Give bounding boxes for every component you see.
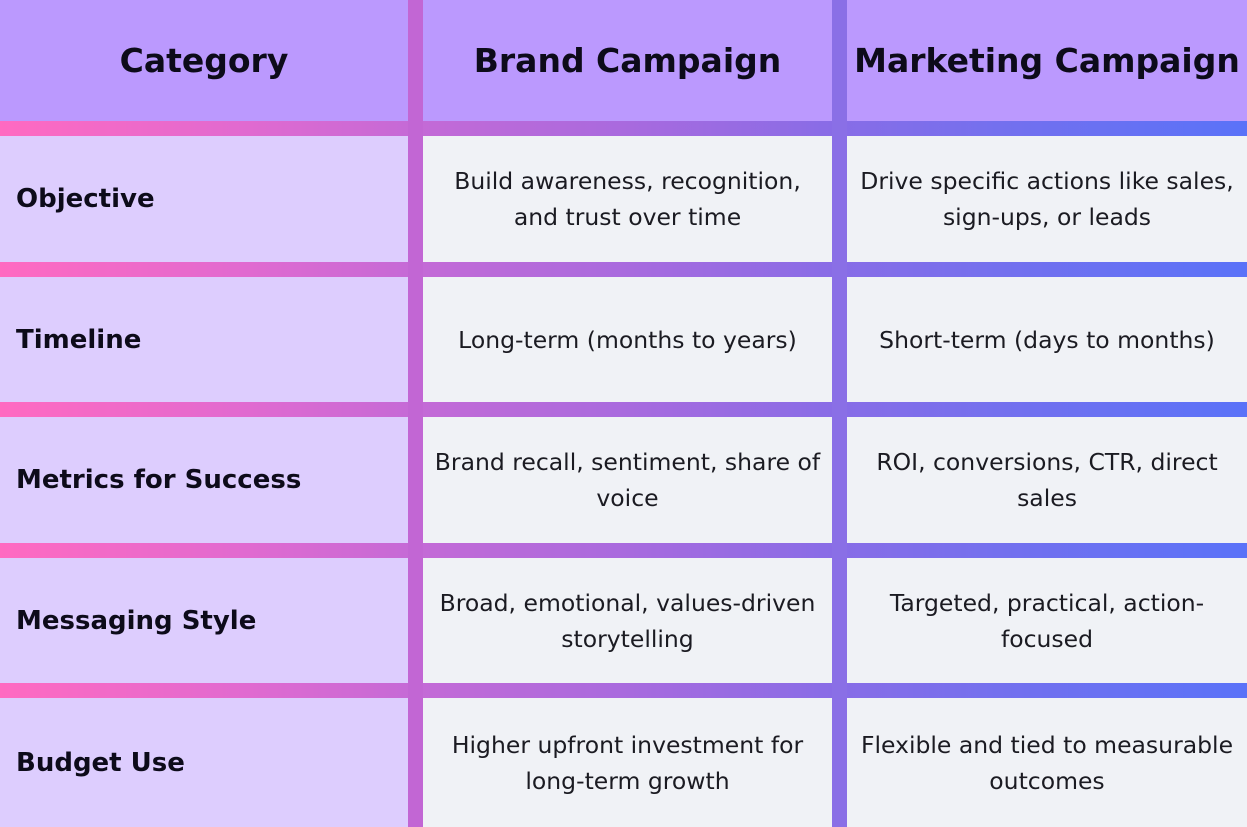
row-divider bbox=[0, 262, 1247, 277]
header-marketing-campaign: Marketing Campaign bbox=[847, 0, 1247, 121]
cell-marketing-timeline: Short-term (days to months) bbox=[847, 277, 1247, 402]
row-label-metrics: Metrics for Success bbox=[0, 417, 408, 543]
cell-brand-budget: Higher upfront investment for long-term … bbox=[423, 698, 832, 827]
header-category: Category bbox=[0, 0, 408, 121]
column-divider bbox=[832, 0, 847, 827]
row-divider bbox=[0, 402, 1247, 417]
cell-brand-timeline: Long-term (months to years) bbox=[423, 277, 832, 402]
cell-brand-messaging: Broad, emotional, values-driven storytel… bbox=[423, 558, 832, 683]
row-divider bbox=[0, 121, 1247, 136]
row-label-budget: Budget Use bbox=[0, 698, 408, 827]
cell-marketing-metrics: ROI, conversions, CTR, direct sales bbox=[847, 417, 1247, 543]
row-label-objective: Objective bbox=[0, 136, 408, 262]
cell-marketing-messaging: Targeted, practical, action-focused bbox=[847, 558, 1247, 683]
row-label-timeline: Timeline bbox=[0, 277, 408, 402]
row-label-messaging: Messaging Style bbox=[0, 558, 408, 683]
cell-brand-objective: Build awareness, recognition, and trust … bbox=[423, 136, 832, 262]
cell-marketing-objective: Drive specific actions like sales, sign-… bbox=[847, 136, 1247, 262]
row-divider bbox=[0, 683, 1247, 698]
cell-marketing-budget: Flexible and tied to measurable outcomes bbox=[847, 698, 1247, 827]
cell-brand-metrics: Brand recall, sentiment, share of voice bbox=[423, 417, 832, 543]
column-divider bbox=[408, 0, 423, 827]
header-brand-campaign: Brand Campaign bbox=[423, 0, 832, 121]
row-divider bbox=[0, 543, 1247, 558]
